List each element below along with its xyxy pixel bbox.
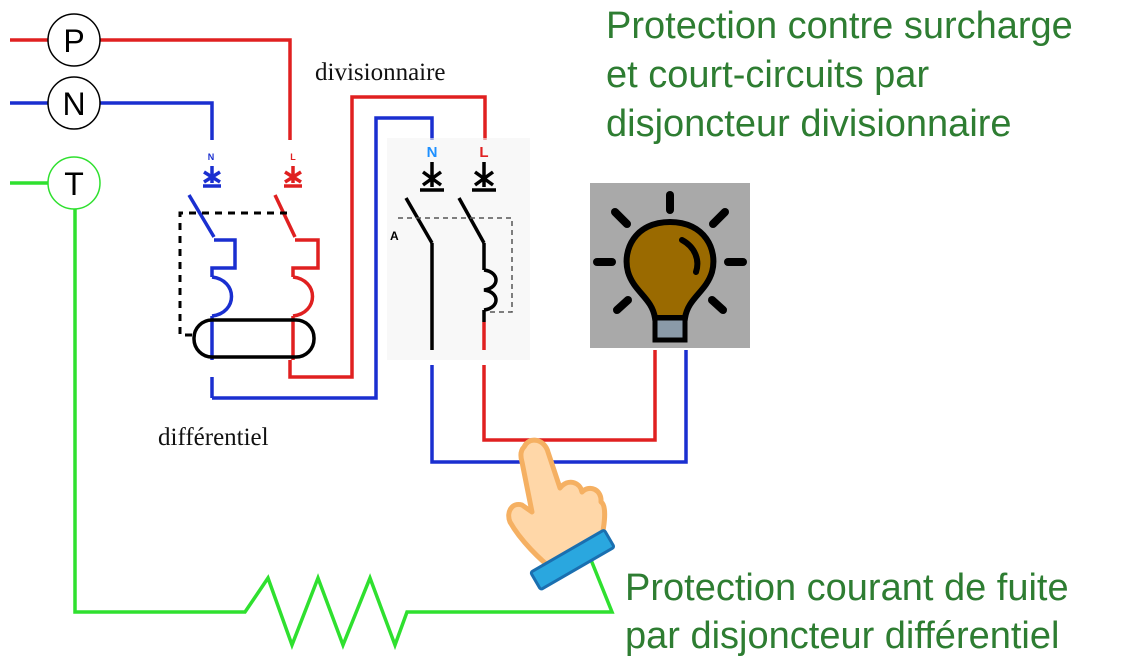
divisional-breaker: N L A (387, 138, 530, 360)
diff-phase-pole (273, 95, 487, 379)
diff-terminal-n: N (208, 152, 215, 162)
top-annotation-line-1: Protection contre surcharge (606, 5, 1073, 47)
phase-node-label: P (63, 23, 84, 59)
phase-node: P (47, 13, 101, 67)
pointing-hand-icon (506, 437, 616, 591)
neutral-line (10, 101, 214, 140)
top-annotation: Protection contre surcharge et court-cir… (606, 5, 1073, 145)
neutral-node-label: N (62, 86, 85, 122)
bottom-annotation: Protection courant de fuite par disjonct… (625, 567, 1069, 657)
div-terminal-n: N (427, 144, 438, 161)
differentiel-label: différentiel (158, 424, 269, 451)
earth-line (10, 181, 615, 651)
top-annotation-line-3: disjoncteur divisionnaire (606, 103, 1012, 145)
diff-dashed-link (178, 211, 287, 337)
diff-neutral-pole (187, 166, 237, 398)
differential-breaker: N L (178, 95, 487, 400)
neutral-node: N (47, 76, 101, 130)
load-neutral-wire (430, 350, 688, 464)
top-annotation-line-2: et court-circuits par (606, 54, 929, 96)
bottom-annotation-line-1: Protection courant de fuite (625, 567, 1069, 609)
earth-node-label: T (64, 166, 84, 202)
load-phase-wire (482, 350, 657, 442)
bottom-annotation-line-2: par disjoncteur différentiel (625, 615, 1059, 657)
svg-text:A: A (390, 229, 399, 243)
phase-line (10, 38, 292, 140)
earth-node: T (47, 156, 101, 210)
divisionnaire-label: divisionnaire (315, 59, 446, 86)
diff-terminal-l: L (290, 152, 296, 162)
diff-toroid (192, 318, 316, 359)
div-terminal-l: L (479, 144, 488, 161)
lightbulb-icon (590, 183, 750, 348)
